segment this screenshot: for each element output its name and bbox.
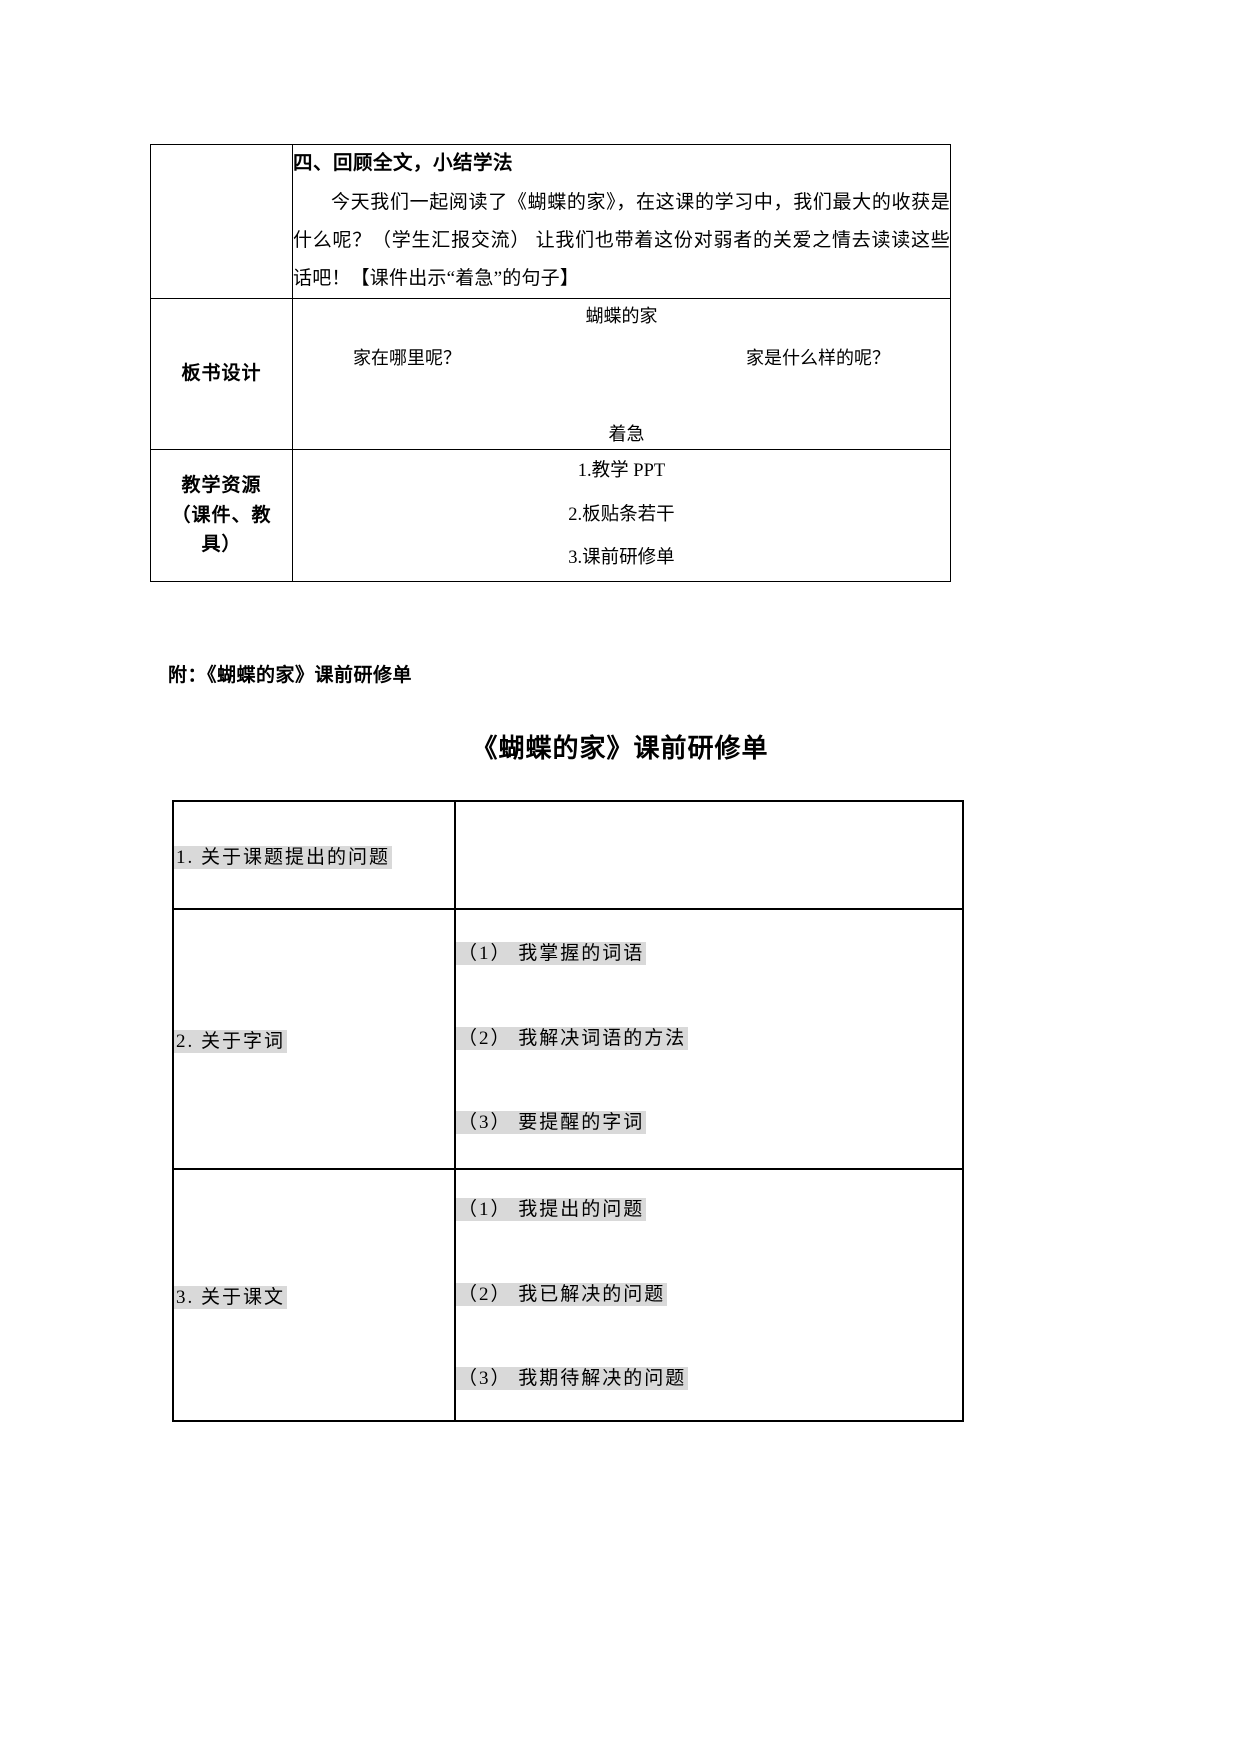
attachment-note: 附：《蝴蝶的家》课前研修单 [168, 664, 413, 686]
resources-label-line-3: 具） [201, 533, 242, 556]
sheet-item-text: （1） 我掌握的词语 [456, 942, 647, 966]
table-row: 1. 关于课题提出的问题 [172, 800, 964, 910]
lesson-plan-table: 四、回顾全文，小结学法 今天我们一起阅读了《蝴蝶的家》，在这课的学习中，我们最大… [150, 143, 951, 582]
sheet-item-text: （2） 我已解决的问题 [456, 1282, 668, 1306]
sheet-item[interactable]: （1） 我掌握的词语 [456, 940, 962, 969]
sheet-item-text: （2） 我解决词语的方法 [456, 1026, 689, 1050]
board-keyword: 着急 [608, 424, 645, 445]
sheet-item[interactable]: （2） 我已解决的问题 [456, 1281, 962, 1310]
resource-item: 1.教学 PPT [577, 461, 666, 482]
sheet-item-text: （3） 要提醒的字词 [456, 1111, 647, 1135]
table-row: 教学资源 （课件、教 具） 1.教学 PPT 2.板贴条若干 3.课前研修单 [150, 449, 951, 582]
sheet-row-label-topic-questions: 1. 关于课题提出的问题 [172, 800, 456, 910]
table-row: 四、回顾全文，小结学法 今天我们一起阅读了《蝴蝶的家》，在这课的学习中，我们最大… [150, 143, 951, 300]
plan-row-content-resources: 1.教学 PPT 2.板贴条若干 3.课前研修单 [292, 449, 951, 582]
sheet-row-items-text: （1） 我提出的问题 （2） 我已解决的问题 （3） 我期待解决的问题 [454, 1168, 964, 1422]
section-heading: 四、回顾全文，小结学法 [293, 151, 514, 174]
resource-item: 2.板贴条若干 [568, 504, 675, 525]
plan-row-label-board-design: 板书设计 [150, 298, 293, 451]
resources-label-line-1: 教学资源 [181, 474, 262, 497]
sheet-item-text: （3） 我期待解决的问题 [456, 1367, 689, 1391]
sheet-row-label-text: 3. 关于课文 [172, 1168, 456, 1422]
sheet-row-label-vocabulary: 2. 关于字词 [172, 908, 456, 1170]
board-question-row: 家在哪里呢？ 家是什么样的呢？ [293, 344, 950, 370]
sheet-label-text: 3. 关于课文 [174, 1285, 288, 1309]
sheet-item[interactable]: （3） 我期待解决的问题 [456, 1365, 962, 1394]
sheet-item[interactable]: （2） 我解决词语的方法 [456, 1025, 962, 1054]
resource-item: 3.课前研修单 [568, 548, 675, 569]
sheet-row-items-vocabulary: （1） 我掌握的词语 （2） 我解决词语的方法 （3） 要提醒的字词 [454, 908, 964, 1170]
table-row: 板书设计 蝴蝶的家 家在哪里呢？ 家是什么样的呢？ 着急 [150, 298, 951, 451]
board-title: 蝴蝶的家 [585, 305, 658, 326]
sheet-label-text: 1. 关于课题提出的问题 [174, 845, 393, 869]
board-question-right: 家是什么样的呢？ [746, 348, 890, 369]
plan-row-content-board-design: 蝴蝶的家 家在哪里呢？ 家是什么样的呢？ 着急 [292, 298, 951, 451]
board-question-left: 家在哪里呢？ [353, 348, 461, 369]
resources-label-line-2: （课件、教 [171, 503, 272, 526]
plan-row-content-step: 四、回顾全文，小结学法 今天我们一起阅读了《蝴蝶的家》，在这课的学习中，我们最大… [292, 143, 951, 300]
sheet-item[interactable]: （3） 要提醒的字词 [456, 1109, 962, 1138]
sheet-label-text: 2. 关于字词 [174, 1029, 288, 1053]
sheet-item-text: （1） 我提出的问题 [456, 1198, 647, 1222]
table-row: 2. 关于字词 （1） 我掌握的词语 （2） 我解决词语的方法 （3） 要提醒的… [172, 908, 964, 1170]
sheet-item[interactable]: （1） 我提出的问题 [456, 1196, 962, 1225]
section-paragraph: 今天我们一起阅读了《蝴蝶的家》，在这课的学习中，我们最大的收获是什么呢？（学生汇… [293, 192, 950, 290]
study-sheet-table: 1. 关于课题提出的问题 2. 关于字词 （1） 我掌握的词语 （2） 我解决词… [172, 800, 964, 1422]
plan-row-label-empty [150, 143, 293, 300]
table-row: 3. 关于课文 （1） 我提出的问题 （2） 我已解决的问题 （3） 我期待解决… [172, 1168, 964, 1422]
sheet-row-answer-topic-questions[interactable] [454, 800, 964, 910]
plan-row-label-resources: 教学资源 （课件、教 具） [150, 449, 293, 582]
study-sheet-title: 《蝴蝶的家》课前研修单 [471, 734, 769, 764]
